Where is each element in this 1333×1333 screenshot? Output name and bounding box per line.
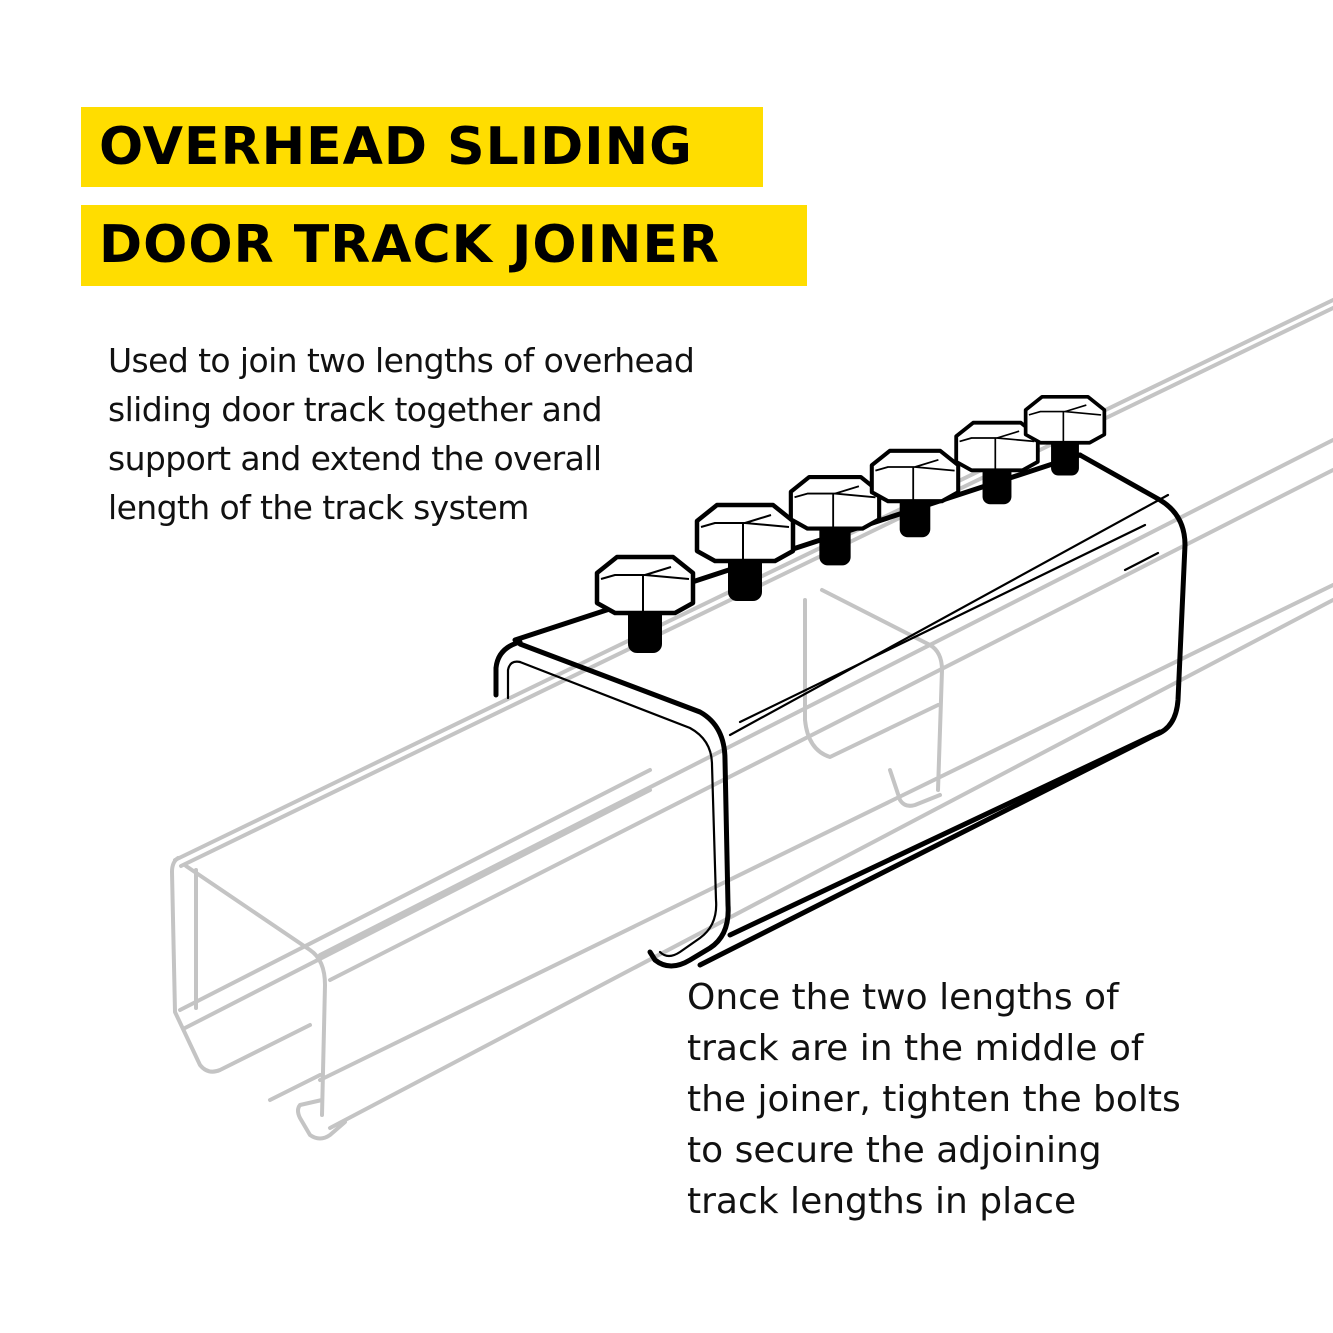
track-end-lip-line <box>268 1073 322 1102</box>
bolt-head <box>594 554 696 616</box>
track-bottom-edge-2 <box>328 598 1333 1130</box>
bolt-icon <box>954 420 1040 505</box>
bolt-head-facets <box>700 514 790 561</box>
bolt-head <box>788 474 882 531</box>
description-bottom-line: to secure the adjoining <box>687 1130 1102 1171</box>
inner-track-end-right <box>820 588 944 792</box>
track-bottom-edge <box>318 583 1333 1082</box>
track-end-outer-left <box>170 856 312 1074</box>
bolts-group <box>594 394 1107 653</box>
bolt-icon <box>694 502 796 601</box>
joiner-top-crease <box>738 523 1147 724</box>
bolt-head <box>1023 394 1107 445</box>
title-line-2: DOOR TRACK JOINER <box>81 205 807 286</box>
title-line-1: OVERHEAD SLIDING <box>81 107 763 187</box>
joiner-top-front-edge <box>728 493 1170 737</box>
joiner-side-mark <box>1123 551 1160 572</box>
description-top-line: support and extend the overall <box>108 439 602 478</box>
description-top: Used to join two lengths of overhead sli… <box>108 336 695 532</box>
description-top-line: length of the track system <box>108 488 529 527</box>
inner-track-end-left <box>803 598 940 759</box>
bolt-head <box>869 448 961 504</box>
track-end-top-right <box>184 864 327 1117</box>
description-top-line: Used to join two lengths of overhead <box>108 341 695 380</box>
track-left-lip <box>178 768 652 1012</box>
description-bottom-line: the joiner, tighten the bolts <box>687 1079 1181 1120</box>
description-bottom-line: track lengths in place <box>687 1181 1077 1222</box>
bolt-head-facets <box>875 458 955 502</box>
bolt-icon <box>869 448 961 538</box>
bolt-head-facets <box>794 485 876 529</box>
description-bottom-line: track are in the middle of <box>687 1028 1144 1069</box>
inner-track-end-lip <box>888 768 942 808</box>
track-front-midline <box>328 468 1333 982</box>
track-left-lip-2 <box>183 788 652 1030</box>
track-end-bottom-right-lip <box>296 1098 347 1141</box>
bolt-head-facets <box>959 430 1035 471</box>
bolt-icon <box>594 554 696 653</box>
bolt-head <box>954 420 1040 473</box>
bolt-head <box>694 502 796 564</box>
joiner-front-outer <box>517 641 731 969</box>
joiner-bottom-edge <box>727 729 1163 938</box>
description-top-line: sliding door track together and <box>108 390 603 429</box>
bolt-head-facets <box>600 566 690 613</box>
track-top-front-edge <box>318 438 1333 957</box>
joiner-left-flange-inner <box>506 660 522 700</box>
bolt-icon <box>788 474 882 566</box>
description-bottom-line: Once the two lengths of <box>687 977 1119 1018</box>
bolt-head-facets <box>1028 404 1102 443</box>
bolt-icon <box>1023 394 1107 476</box>
joiner-left-flange <box>493 639 523 698</box>
joiner-front-inner <box>518 660 718 958</box>
joiner-right-side <box>697 452 1188 968</box>
description-bottom: Once the two lengths of track are in the… <box>687 972 1181 1227</box>
